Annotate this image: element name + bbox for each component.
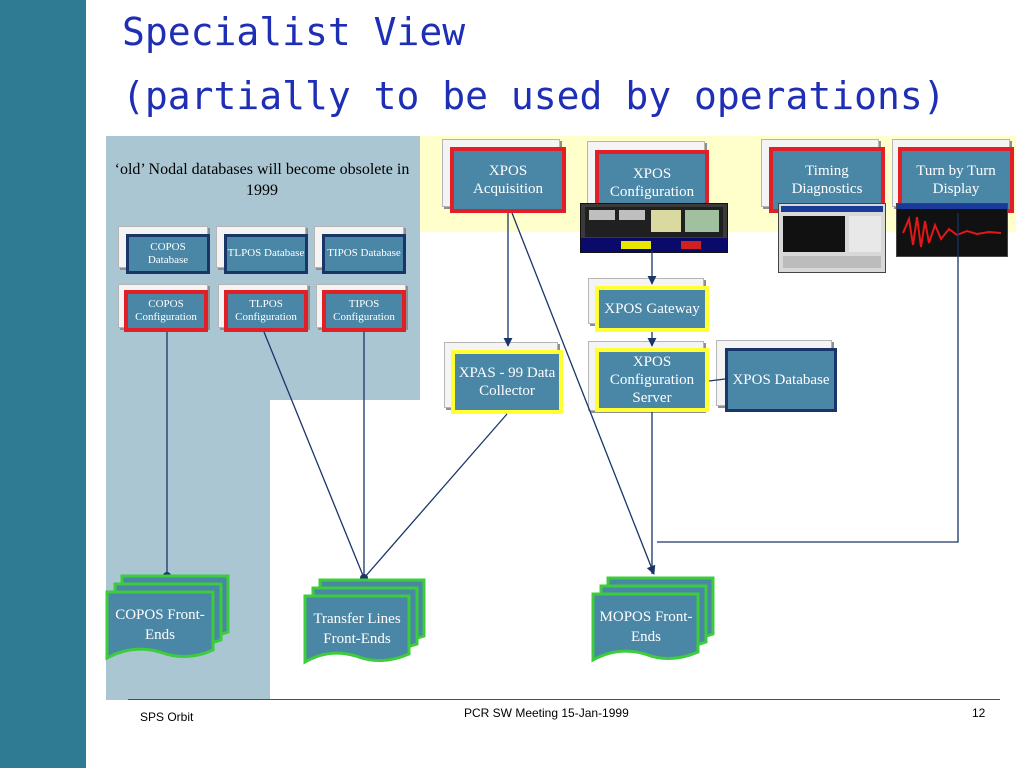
timing-diagnostics-box[interactable]: Timing Diagnostics	[769, 147, 885, 213]
xpos-database-box[interactable]: XPOS Database	[725, 348, 837, 412]
copos-configuration-box[interactable]: COPOS Configuration	[124, 290, 208, 332]
turn-by-turn-thumbnail	[896, 203, 1008, 257]
tlpos-database-box[interactable]: TLPOS Database	[224, 234, 308, 274]
xpas-data-collector-box[interactable]: XPAS - 99 Data Collector	[451, 350, 563, 414]
xpos-acquisition-box[interactable]: XPOS Acquisition	[450, 147, 566, 213]
tipos-configuration-box[interactable]: TIPOS Configuration	[322, 290, 406, 332]
copos-front-ends-label: COPOS Front-Ends	[115, 607, 205, 643]
nodal-obsolete-note: ‘old’ Nodal databases will become obsole…	[114, 161, 410, 199]
xpos-configuration-thumbnail	[580, 203, 728, 253]
timing-diagnostics-thumbnail	[778, 203, 886, 273]
tipos-database-box[interactable]: TIPOS Database	[322, 234, 406, 274]
left-accent-bar	[0, 0, 86, 768]
xpos-gateway-box[interactable]: XPOS Gateway	[595, 286, 709, 332]
footer-left-text: SPS Orbit	[140, 710, 194, 724]
copos-database-box[interactable]: COPOS Database	[126, 234, 210, 274]
page-number: 12	[972, 706, 986, 720]
turn-by-turn-display-box[interactable]: Turn by Turn Display	[898, 147, 1014, 213]
slide-title-line1: Specialist View	[122, 10, 466, 54]
footer-rule	[128, 699, 1000, 700]
slide-title-line2: (partially to be used by operations)	[122, 74, 946, 118]
transfer-lines-front-ends-label: Transfer Lines Front-Ends	[313, 611, 401, 647]
mopos-front-ends-label: MOPOS Front-Ends	[599, 609, 693, 645]
xpos-configuration-server-box[interactable]: XPOS Configuration Server	[595, 348, 709, 412]
footer-center-text: PCR SW Meeting 15-Jan-1999	[464, 706, 629, 720]
tlpos-configuration-box[interactable]: TLPOS Configuration	[224, 290, 308, 332]
